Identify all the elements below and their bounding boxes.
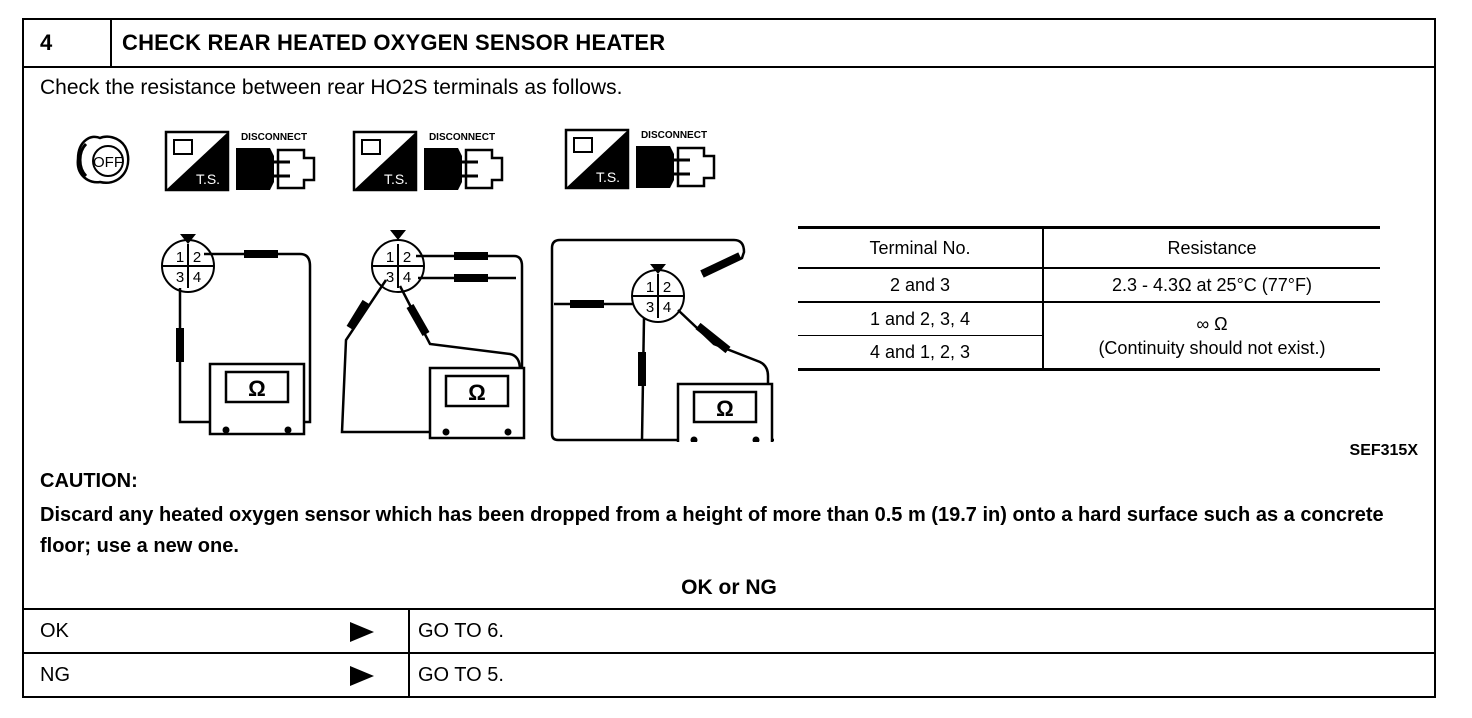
disconnect-connector-icon: DISCONNECT xyxy=(636,130,716,188)
ts-icon: T.S. xyxy=(352,130,418,192)
circuit-1-terminals-2-3: 1 2 3 4 Ω xyxy=(161,234,312,436)
caution-heading: CAUTION: xyxy=(40,470,138,492)
svg-text:DISCONNECT: DISCONNECT xyxy=(241,132,307,143)
inspection-step-card: 4 CHECK REAR HEATED OXYGEN SENSOR HEATER… xyxy=(22,18,1436,698)
infinite-resistance-value: ∞ Ω xyxy=(1196,313,1228,334)
svg-text:1: 1 xyxy=(386,249,394,266)
terminal-cell: 4 and 1, 2, 3 xyxy=(798,335,1044,371)
svg-text:4: 4 xyxy=(193,269,201,286)
result-label: OK xyxy=(40,620,69,642)
row-divider xyxy=(408,654,410,696)
terminal-cell: 1 and 2, 3, 4 xyxy=(798,302,1044,336)
svg-text:T.S.: T.S. xyxy=(196,171,220,187)
svg-text:3: 3 xyxy=(646,299,654,316)
result-row-ng: NG GO TO 5. xyxy=(24,652,1434,696)
column-header-resistance: Resistance xyxy=(1043,226,1380,269)
table-header-row: Terminal No. Resistance xyxy=(798,226,1380,269)
svg-text:Ω: Ω xyxy=(248,376,266,401)
ignition-off-icon: OFF xyxy=(76,135,130,185)
svg-text:Ω: Ω xyxy=(716,396,734,421)
table-row: 2 and 3 2.3 - 4.3Ω at 25°C (77°F) xyxy=(798,268,1380,303)
svg-text:OFF: OFF xyxy=(93,154,123,171)
arrow-right-icon xyxy=(350,666,374,686)
disconnect-connector-icon: DISCONNECT xyxy=(236,132,316,190)
step-title: CHECK REAR HEATED OXYGEN SENSOR HEATER xyxy=(122,30,666,55)
header-divider xyxy=(110,20,112,66)
goto-link[interactable]: GO TO 6. xyxy=(418,620,504,642)
resistance-table: Terminal No. Resistance 2 and 3 2.3 - 4.… xyxy=(798,226,1380,371)
step-header: 4 CHECK REAR HEATED OXYGEN SENSOR HEATER xyxy=(24,20,1434,68)
circuit-3-terminals-4-1-2-3: 1 2 3 4 Ω xyxy=(550,238,774,442)
goto-link[interactable]: GO TO 5. xyxy=(418,664,504,686)
svg-text:3: 3 xyxy=(176,269,184,286)
svg-text:1: 1 xyxy=(646,279,654,296)
resistance-cell: 2.3 - 4.3Ω at 25°C (77°F) xyxy=(1043,268,1380,303)
svg-text:T.S.: T.S. xyxy=(384,171,408,187)
svg-text:2: 2 xyxy=(403,249,411,266)
resistance-cell-merged: ∞ Ω (Continuity should not exist.) xyxy=(1043,302,1380,371)
figure-id: SEF315X xyxy=(1349,442,1418,459)
instruction-text: Check the resistance between rear HO2S t… xyxy=(40,76,623,99)
ts-icon: T.S. xyxy=(164,130,230,192)
table-row: 1 and 2, 3, 4 ∞ Ω (Continuity should not… xyxy=(798,302,1380,371)
ts-icon: T.S. xyxy=(564,128,630,190)
svg-text:4: 4 xyxy=(663,299,671,316)
result-heading: OK or NG xyxy=(681,576,777,599)
circuit-2-terminals-1-2-3-4: 1 2 3 4 Ω xyxy=(340,230,526,440)
result-label: NG xyxy=(40,664,70,686)
terminal-cell: 2 and 3 xyxy=(798,268,1044,303)
caution-text: Discard any heated oxygen sensor which h… xyxy=(40,504,1384,557)
arrow-right-icon xyxy=(350,622,374,642)
svg-text:4: 4 xyxy=(403,269,411,286)
wiring-diagram: 1 2 3 4 Ω 1 2 3 4 xyxy=(161,230,774,442)
continuity-note: (Continuity should not exist.) xyxy=(1098,337,1326,358)
svg-text:DISCONNECT: DISCONNECT xyxy=(641,130,707,141)
svg-text:3: 3 xyxy=(386,269,394,286)
svg-text:1: 1 xyxy=(176,249,184,266)
svg-text:DISCONNECT: DISCONNECT xyxy=(429,132,495,143)
disconnect-connector-icon: DISCONNECT xyxy=(424,132,504,190)
step-number: 4 xyxy=(40,30,53,55)
row-divider xyxy=(408,610,410,652)
column-header-terminal: Terminal No. xyxy=(798,226,1044,269)
svg-text:2: 2 xyxy=(193,249,201,266)
svg-text:2: 2 xyxy=(663,279,671,296)
svg-text:T.S.: T.S. xyxy=(596,169,620,185)
table-row: 4 and 1, 2, 3 xyxy=(798,335,1380,371)
result-row-ok: OK GO TO 6. xyxy=(24,608,1434,652)
svg-text:Ω: Ω xyxy=(468,380,486,405)
